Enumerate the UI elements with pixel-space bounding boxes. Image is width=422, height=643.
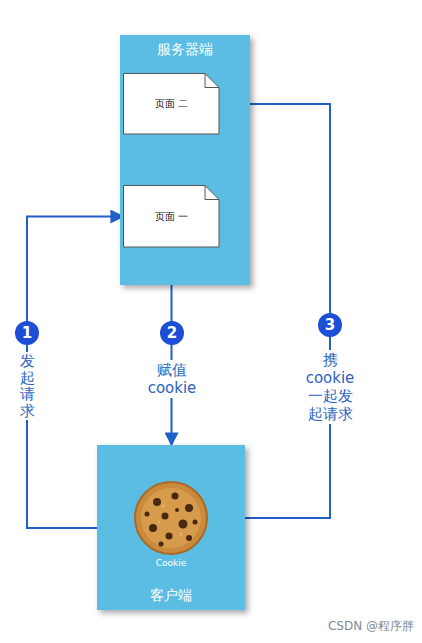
callout-number: 2 bbox=[160, 321, 184, 345]
panel-title: 服务器端 bbox=[120, 41, 250, 59]
page-title: 页面 二 bbox=[123, 97, 220, 111]
callout-number: 1 bbox=[15, 321, 39, 345]
page-document: 页面 二 bbox=[123, 73, 220, 135]
cookie-illustration bbox=[131, 478, 211, 558]
edge-label: 赋值 cookie bbox=[135, 360, 209, 398]
callout-number: 3 bbox=[318, 313, 342, 337]
panel-title: Cookie bbox=[97, 558, 245, 568]
watermark: CSDN @程序胖 bbox=[328, 618, 414, 635]
edge-label: 携 cookie 一起发 起请求 bbox=[302, 350, 358, 424]
side-panel: 服务器端页面 二页面 一 bbox=[120, 35, 250, 285]
edge-label: 发起请求 bbox=[18, 352, 37, 420]
panel-title: 客户端 bbox=[97, 587, 245, 605]
page-document: 页面 一 bbox=[123, 185, 220, 248]
side-panel: Cookie 客户端 bbox=[97, 445, 245, 610]
page-title: 页面 一 bbox=[123, 210, 220, 224]
